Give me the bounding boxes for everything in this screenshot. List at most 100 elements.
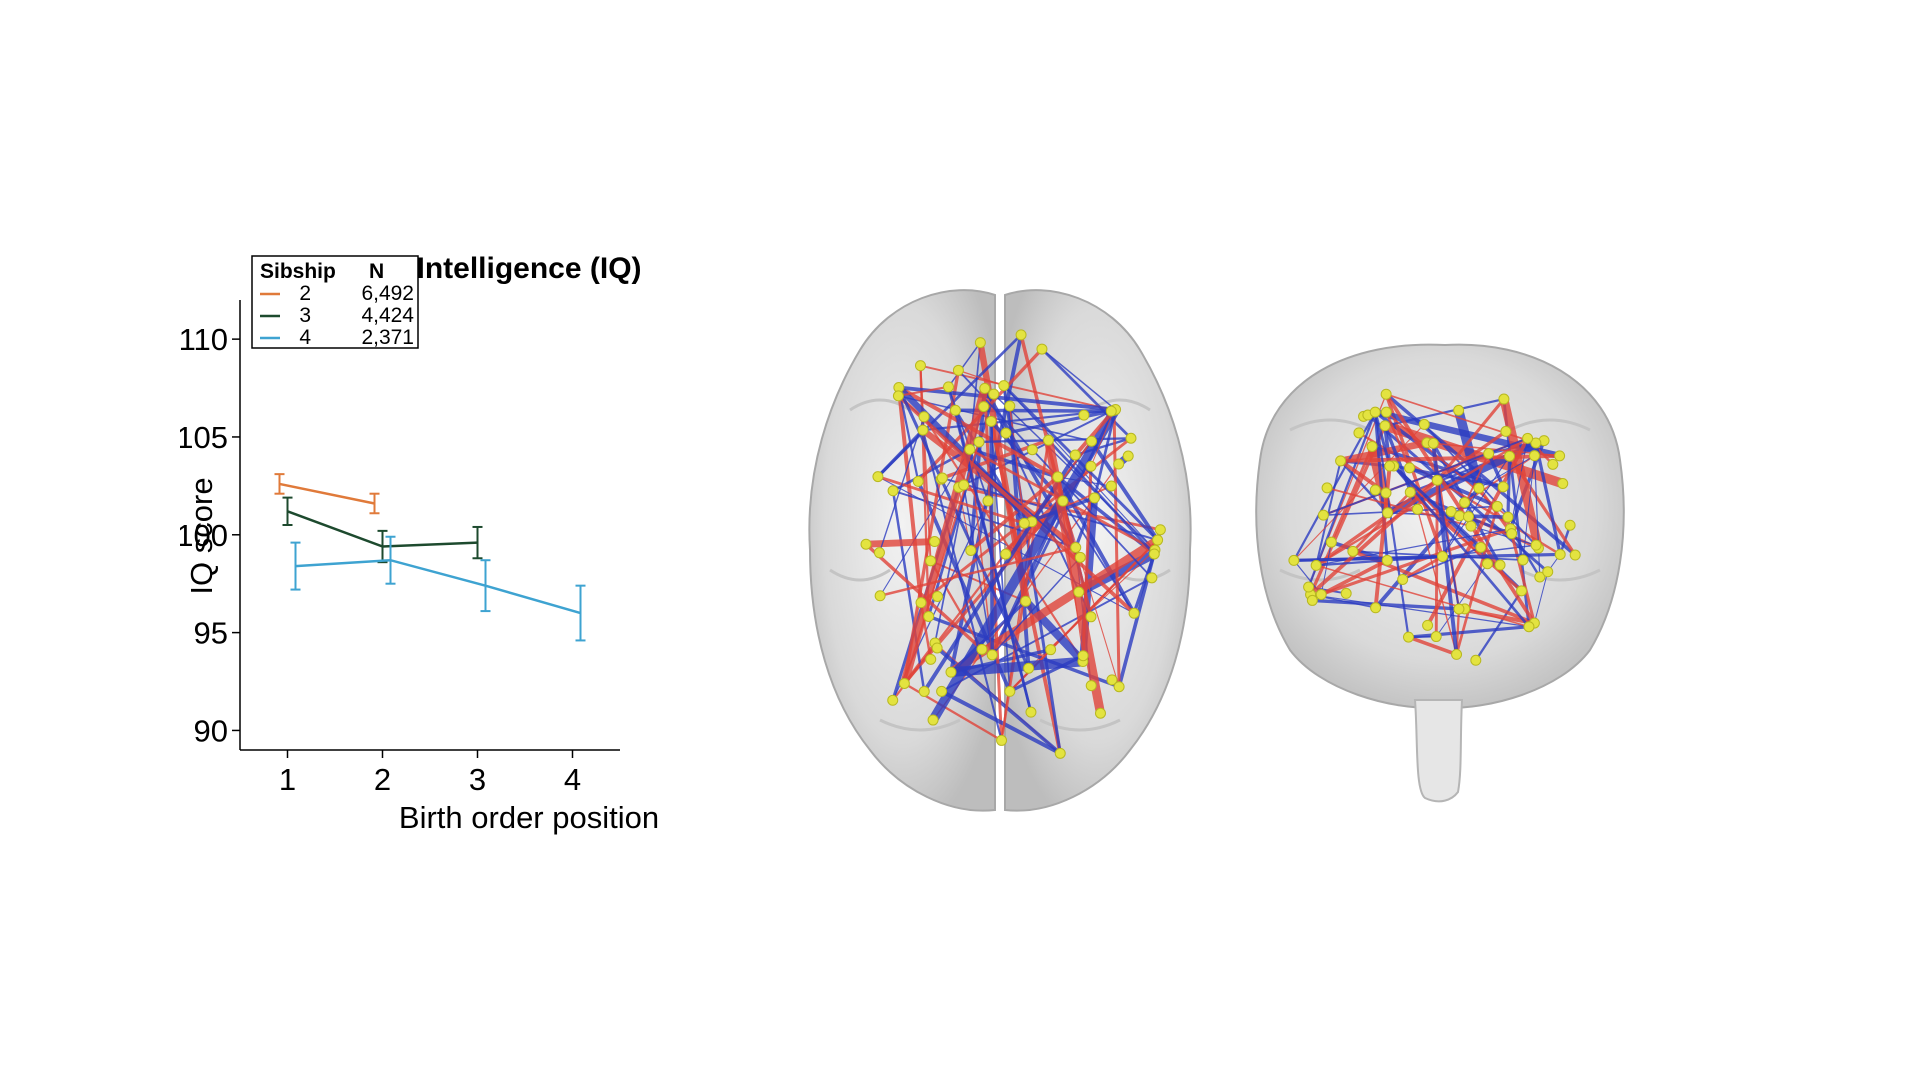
nodes-coronal — [1288, 388, 1581, 666]
negative-edge — [1040, 347, 1133, 440]
brain-node — [1542, 566, 1554, 578]
brain-node — [1015, 329, 1027, 341]
brain-node — [1397, 573, 1409, 585]
positive-edge — [1090, 409, 1115, 467]
brain-node — [1000, 427, 1012, 439]
positive-edge — [957, 369, 1005, 387]
negative-edge — [1089, 439, 1160, 543]
brain-node — [931, 642, 943, 654]
brain-node — [1530, 539, 1542, 551]
negative-edge — [1392, 464, 1531, 629]
positive-edge — [1456, 607, 1537, 626]
brain-node — [1085, 611, 1097, 623]
brain-node — [1340, 587, 1352, 599]
brain-node — [982, 495, 994, 507]
brain-node — [1427, 437, 1439, 449]
brain-node — [1335, 455, 1347, 467]
negative-edge — [939, 689, 1063, 756]
positive-edge — [1385, 411, 1509, 518]
y-axis-label: IQ score — [184, 477, 219, 594]
negative-edge — [1307, 410, 1377, 589]
legend-box — [251, 255, 419, 349]
positive-edge — [1112, 408, 1121, 689]
brain-node — [1045, 644, 1057, 656]
negative-edge — [1055, 474, 1137, 616]
brain-node — [1453, 603, 1465, 615]
brain-node — [1382, 507, 1394, 519]
positive-edge — [1314, 429, 1508, 568]
negative-edge — [1533, 455, 1541, 578]
positive-edge — [1329, 445, 1374, 544]
negative-edge — [1132, 552, 1156, 615]
negative-edge — [876, 333, 1023, 478]
brain-node — [945, 666, 957, 678]
negative-edge — [1002, 384, 1160, 542]
y-tick-label: 90 — [194, 713, 228, 748]
negative-edge — [1074, 437, 1133, 457]
brain-node — [1380, 406, 1392, 418]
brain-node — [1380, 388, 1392, 400]
brain-node — [872, 471, 884, 483]
brain-node — [1070, 542, 1082, 554]
brain-node — [1353, 427, 1365, 439]
brain-node — [978, 401, 990, 413]
brain-node — [1154, 524, 1166, 536]
brain-node — [1085, 680, 1097, 692]
brain-node — [1422, 619, 1434, 631]
negative-edge — [1506, 454, 1512, 519]
positive-edge — [1455, 505, 1499, 656]
brain-node — [1557, 478, 1569, 490]
positive-edge — [862, 538, 939, 548]
brain-node — [932, 590, 944, 602]
brain-node — [965, 544, 977, 556]
brain-node — [1042, 434, 1054, 446]
brain-node — [1381, 554, 1393, 566]
brain-node — [1470, 654, 1482, 666]
brain-node — [1125, 432, 1137, 444]
brain-node — [912, 475, 924, 487]
brain-node — [1054, 747, 1066, 759]
brain-node — [973, 436, 985, 448]
brain-node — [1023, 662, 1035, 674]
brain-node — [1403, 631, 1415, 643]
legend-header-sibship: Sibship — [260, 260, 336, 283]
brain-node — [998, 380, 1010, 392]
brain-axial-view — [808, 289, 1192, 812]
negative-edge — [1047, 438, 1156, 556]
series-layer — [274, 473, 586, 642]
brain-node — [1453, 404, 1465, 416]
brain-node — [1086, 435, 1098, 447]
brain-node — [898, 677, 910, 689]
axes — [239, 300, 620, 751]
brain-node — [1517, 554, 1529, 566]
brain-node — [988, 388, 1000, 400]
positive-edge — [1315, 564, 1530, 628]
positive-edge — [1337, 439, 1431, 465]
negative-edge — [1021, 597, 1088, 666]
brain-node — [964, 443, 976, 455]
brain-node — [1078, 409, 1090, 421]
brain-node — [1052, 471, 1064, 483]
negative-edge — [1486, 451, 1505, 489]
positive-edge — [896, 385, 1060, 479]
positive-edge — [1434, 478, 1439, 639]
negative-edge — [1309, 593, 1530, 628]
brain-node — [1494, 559, 1506, 571]
brain-node — [1569, 549, 1581, 561]
brain-node — [1498, 393, 1510, 405]
brain-node — [925, 653, 937, 665]
legend-n: 4,424 — [361, 304, 414, 327]
positive-edge — [1338, 453, 1562, 463]
brain-node — [985, 415, 997, 427]
positive-edge — [1319, 558, 1390, 597]
brain-node — [1325, 536, 1337, 548]
brain-node — [1481, 558, 1493, 570]
negative-edge — [1407, 465, 1500, 509]
brain-node — [1370, 602, 1382, 614]
positive-edge — [929, 559, 984, 651]
brain-node — [1404, 462, 1416, 474]
brain-node — [979, 382, 991, 394]
negative-edge — [1004, 409, 1113, 435]
